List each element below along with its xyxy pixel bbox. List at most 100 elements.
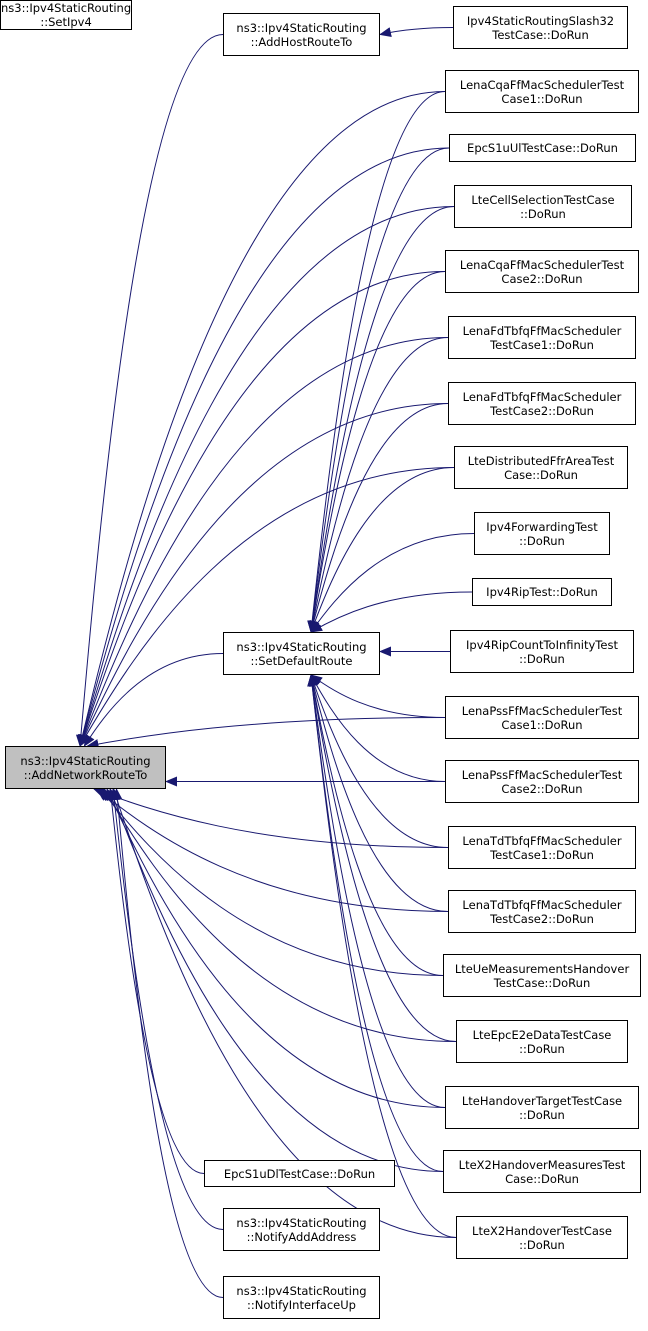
node-label-line-2: Case::DoRun bbox=[504, 467, 578, 482]
edge-notifyUp-to-root bbox=[112, 788, 224, 1298]
node-label-line-1: LteDistributedFfrAreaTest bbox=[467, 453, 615, 468]
node-label-line-1: ns3::Ipv4StaticRouting bbox=[236, 1283, 367, 1298]
edge-rip-to-setDefault bbox=[310, 591, 473, 633]
node-fdtbfq1[interactable]: LenaFdTbfqFfMacScheduler TestCase1::DoRu… bbox=[448, 316, 636, 359]
node-ueMeas[interactable]: LteUeMeasurementsHandover TestCase::DoRu… bbox=[443, 954, 641, 997]
node-cqa1[interactable]: LenaCqaFfMacSchedulerTest Case1::DoRun bbox=[445, 70, 639, 113]
edge-epcS1uUl-to-root bbox=[77, 147, 450, 747]
node-addHost[interactable]: ns3::Ipv4StaticRouting ::AddHostRouteTo bbox=[223, 13, 380, 56]
node-setIpv4[interactable]: ns3::Ipv4StaticRouting ::SetIpv4 bbox=[0, 0, 133, 30]
node-fdtbfq2[interactable]: LenaFdTbfqFfMacScheduler TestCase2::DoRu… bbox=[448, 382, 636, 425]
edge-ueMeas-to-setDefault bbox=[308, 674, 444, 976]
node-pss1[interactable]: LenaPssFfMacSchedulerTest Case1::DoRun bbox=[445, 696, 639, 739]
node-notifyAdd[interactable]: ns3::Ipv4StaticRouting ::NotifyAddAddres… bbox=[223, 1208, 380, 1251]
node-label-line-1: ns3::Ipv4StaticRouting bbox=[236, 639, 367, 654]
node-rip[interactable]: Ipv4RipTest::DoRun bbox=[472, 578, 612, 606]
node-x2Ho[interactable]: LteX2HandoverTestCase ::DoRun bbox=[456, 1216, 628, 1259]
node-label-line-1: Ipv4RipCountToInfinityTest bbox=[466, 637, 618, 652]
node-x2Meas[interactable]: LteX2HandoverMeasuresTest Case::DoRun bbox=[443, 1150, 641, 1193]
node-epcS1uUl[interactable]: EpcS1uUlTestCase::DoRun bbox=[449, 134, 636, 162]
node-label-line-1: ns3::Ipv4StaticRouting bbox=[1, 1, 132, 15]
edge-pss1-to-root bbox=[86, 717, 446, 749]
node-label-line-1: EpcS1uDlTestCase::DoRun bbox=[223, 1166, 376, 1181]
edge-tdtbfq1-to-root bbox=[93, 788, 449, 848]
node-label-line-1: ns3::Ipv4StaticRouting bbox=[20, 753, 151, 768]
node-epcE2e[interactable]: LteEpcE2eDataTestCase ::DoRun bbox=[456, 1020, 628, 1063]
node-label-line-2: TestCase1::DoRun bbox=[490, 847, 594, 862]
edge-epcE2e-to-setDefault bbox=[307, 674, 457, 1042]
edge-distFfr-to-setDefault bbox=[310, 467, 455, 633]
edge-hoTarget-to-root bbox=[106, 788, 446, 1108]
node-label-line-2: TestCase2::DoRun bbox=[490, 403, 594, 418]
node-label-line-1: LteX2HandoverTestCase bbox=[472, 1223, 612, 1238]
node-fwd[interactable]: Ipv4ForwardingTest ::DoRun bbox=[474, 512, 610, 555]
node-label-line-2: ::DoRun bbox=[519, 533, 565, 548]
edge-cellSel-to-root bbox=[78, 206, 455, 747]
node-cellSel[interactable]: LteCellSelectionTestCase ::DoRun bbox=[454, 185, 632, 228]
node-setDefault[interactable]: ns3::Ipv4StaticRouting ::SetDefaultRoute bbox=[223, 632, 380, 675]
node-tdtbfq1[interactable]: LenaTdTbfqFfMacScheduler TestCase1::DoRu… bbox=[448, 826, 636, 869]
edge-hoTarget-to-setDefault bbox=[307, 674, 446, 1108]
edge-fwd-to-setDefault bbox=[310, 533, 475, 633]
node-label-line-1: LenaCqaFfMacSchedulerTest bbox=[459, 257, 625, 272]
node-label-line-1: Ipv4ForwardingTest bbox=[486, 519, 598, 534]
edge-cqa2-to-setDefault bbox=[307, 271, 446, 633]
edge-fdtbfq2-to-root bbox=[79, 403, 449, 747]
node-label-line-1: LteEpcE2eDataTestCase bbox=[472, 1027, 612, 1042]
node-root: ns3::Ipv4StaticRouting ::AddNetworkRoute… bbox=[5, 746, 166, 789]
node-label-line-1: LenaTdTbfqFfMacScheduler bbox=[462, 833, 622, 848]
edge-addHost-to-root bbox=[75, 34, 224, 747]
edge-pss2-to-setDefault bbox=[310, 674, 446, 782]
edge-setDefault-to-root bbox=[83, 653, 224, 747]
node-label-line-1: LteCellSelectionTestCase bbox=[471, 192, 615, 207]
node-label-line-2: ::SetDefaultRoute bbox=[250, 653, 353, 668]
node-label-line-2: TestCase::DoRun bbox=[493, 975, 591, 990]
node-slash32[interactable]: Ipv4StaticRoutingSlash32 TestCase::DoRun bbox=[453, 6, 628, 49]
node-label-line-1: LenaCqaFfMacSchedulerTest bbox=[459, 77, 625, 92]
node-hoTarget[interactable]: LteHandoverTargetTestCase ::DoRun bbox=[445, 1086, 639, 1129]
node-label-line-2: TestCase2::DoRun bbox=[490, 911, 594, 926]
node-label-line-2: ::DoRun bbox=[519, 1041, 565, 1056]
node-label-line-1: LenaFdTbfqFfMacScheduler bbox=[462, 323, 622, 338]
edge-cqa1-to-setDefault bbox=[307, 91, 446, 633]
edge-fdtbfq1-to-setDefault bbox=[308, 337, 449, 633]
node-pss2[interactable]: LenaPssFfMacSchedulerTest Case2::DoRun bbox=[445, 760, 639, 803]
node-label-line-1: EpcS1uUlTestCase::DoRun bbox=[467, 141, 618, 155]
node-label-line-2: Case2::DoRun bbox=[501, 271, 583, 286]
node-cqa2[interactable]: LenaCqaFfMacSchedulerTest Case2::DoRun bbox=[445, 250, 639, 293]
node-label-line-1: Ipv4StaticRoutingSlash32 bbox=[466, 13, 615, 28]
node-label-line-2: ::AddHostRouteTo bbox=[250, 34, 353, 49]
node-label-line-2: Case2::DoRun bbox=[501, 781, 583, 796]
node-label-line-2: ::DoRun bbox=[519, 1107, 565, 1122]
edge-ueMeas-to-root bbox=[99, 788, 444, 976]
node-label-line-2: Case1::DoRun bbox=[501, 91, 583, 106]
node-label-line-2: ::DoRun bbox=[519, 651, 565, 666]
node-label-line-1: LteUeMeasurementsHandover bbox=[454, 961, 630, 976]
edge-tdtbfq1-to-setDefault bbox=[309, 674, 449, 848]
edge-epcS1uUl-to-setDefault bbox=[307, 147, 450, 633]
node-label-line-1: LenaFdTbfqFfMacScheduler bbox=[462, 389, 622, 404]
edge-slash32-to-addHost bbox=[379, 27, 454, 37]
node-ripInf[interactable]: Ipv4RipCountToInfinityTest ::DoRun bbox=[450, 630, 634, 673]
node-label-line-1: LenaPssFfMacSchedulerTest bbox=[461, 767, 623, 782]
node-label-line-2: ::SetIpv4 bbox=[40, 15, 92, 29]
node-tdtbfq2[interactable]: LenaTdTbfqFfMacScheduler TestCase2::DoRu… bbox=[448, 890, 636, 933]
node-label-line-2: Case::DoRun bbox=[505, 1171, 579, 1186]
edge-epcE2e-to-root bbox=[103, 788, 457, 1042]
node-label-line-1: LenaTdTbfqFfMacScheduler bbox=[462, 897, 622, 912]
node-label-line-2: ::NotifyAddAddress bbox=[246, 1229, 357, 1244]
node-notifyUp[interactable]: ns3::Ipv4StaticRouting ::NotifyInterface… bbox=[223, 1276, 380, 1319]
node-distFfr[interactable]: LteDistributedFfrAreaTest Case::DoRun bbox=[454, 446, 628, 489]
edge-x2Ho-to-setDefault bbox=[307, 674, 457, 1238]
edge-pss1-to-setDefault bbox=[310, 674, 446, 718]
node-epcS1uDl[interactable]: EpcS1uDlTestCase::DoRun bbox=[204, 1160, 395, 1187]
edge-distFfr-to-root bbox=[79, 467, 455, 747]
node-label-line-1: ns3::Ipv4StaticRouting bbox=[236, 20, 367, 35]
edge-fdtbfq1-to-root bbox=[79, 337, 449, 747]
node-label-line-2: ::NotifyInterfaceUp bbox=[247, 1297, 356, 1312]
edge-cqa1-to-root bbox=[77, 91, 446, 747]
edge-tdtbfq2-to-setDefault bbox=[308, 674, 449, 912]
node-label-line-2: ::AddNetworkRouteTo bbox=[23, 767, 148, 782]
node-label-line-1: LenaPssFfMacSchedulerTest bbox=[461, 703, 623, 718]
